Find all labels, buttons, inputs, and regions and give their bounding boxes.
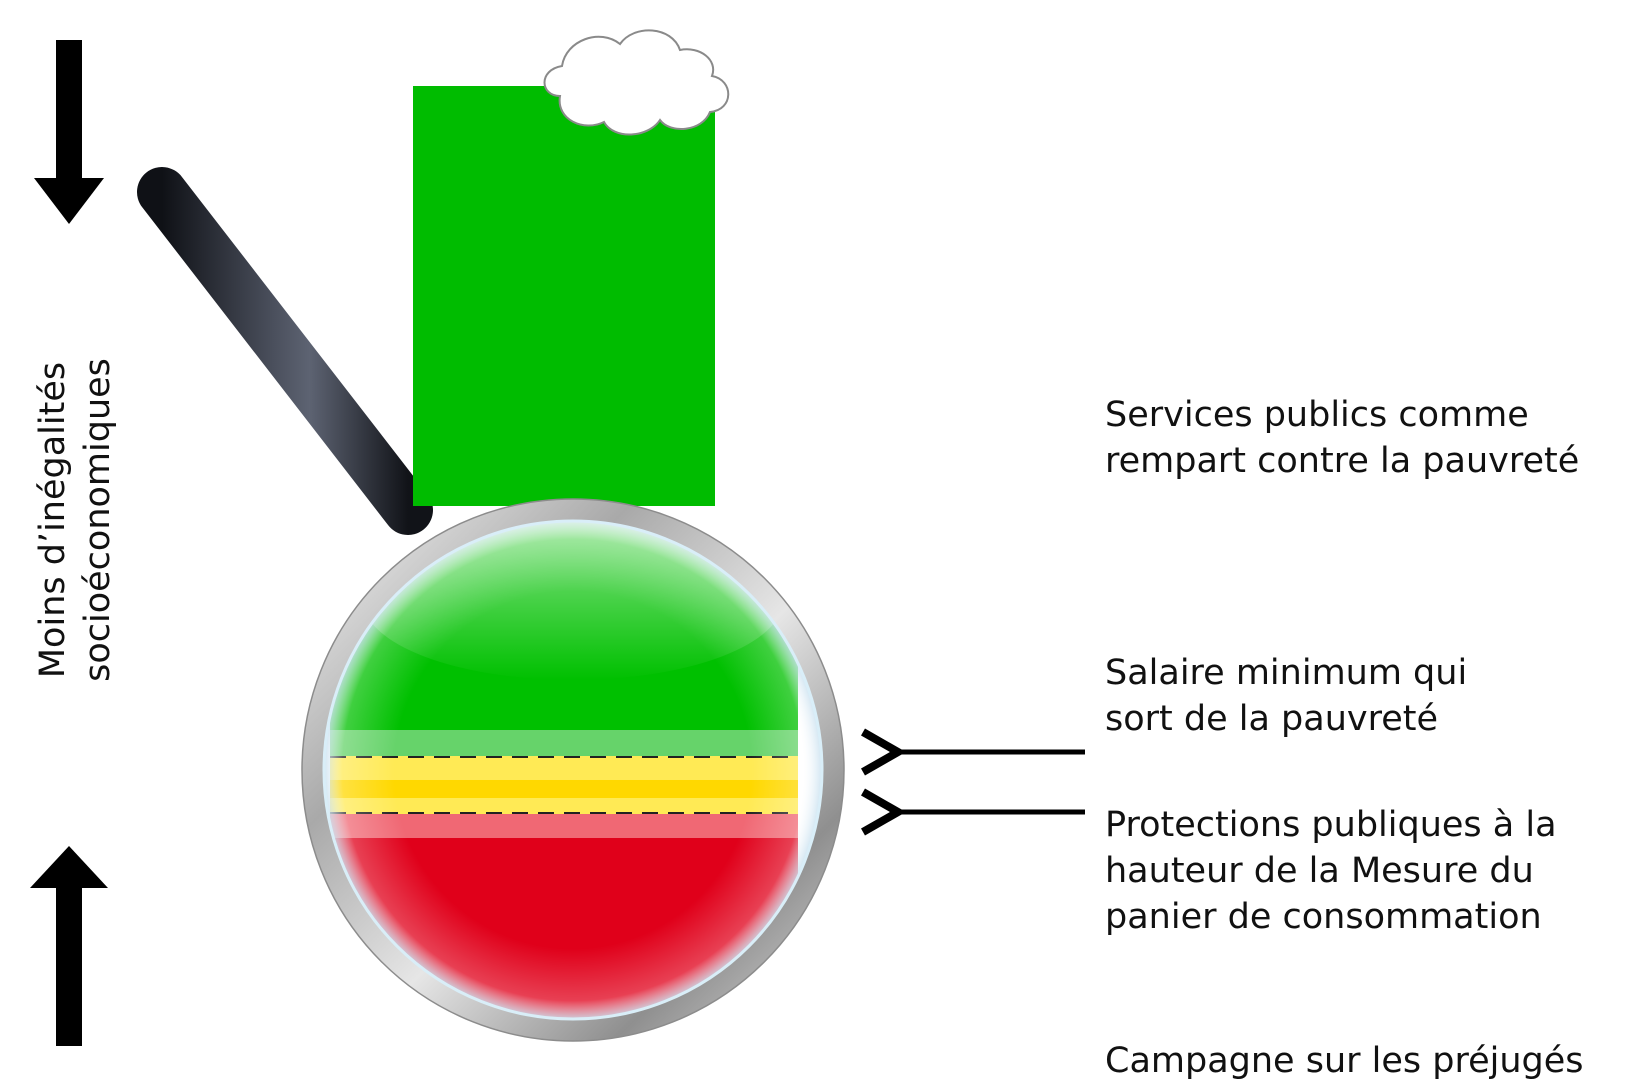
vertical-axis-label: Moins d’inégalités socioéconomiques bbox=[31, 358, 121, 682]
annotation-protections-line2: hauteur de la Mesure du bbox=[1105, 851, 1534, 891]
magnifier-lens bbox=[325, 522, 821, 1018]
annotation-campaign-line1: Campagne sur les préjugés bbox=[1105, 1041, 1584, 1081]
vertical-label-line2: socioéconomiques bbox=[78, 358, 118, 682]
annotation-campaign: Campagne sur les préjugés bbox=[1105, 1038, 1584, 1084]
annotation-protections: Protections publiques à la hauteur de la… bbox=[1105, 802, 1557, 940]
annotation-salary: Salaire minimum qui sort de la pauvreté bbox=[1105, 650, 1467, 742]
annotation-services: Services publics comme rempart contre la… bbox=[1105, 392, 1579, 484]
annotation-salary-line2: sort de la pauvreté bbox=[1105, 699, 1439, 739]
annotation-salary-line1: Salaire minimum qui bbox=[1105, 653, 1468, 693]
annotation-protections-line1: Protections publiques à la bbox=[1105, 805, 1557, 845]
arrow-down-icon bbox=[34, 40, 104, 224]
green-bar bbox=[413, 86, 715, 506]
annotation-services-line1: Services publics comme bbox=[1105, 395, 1529, 435]
vertical-label-line1: Moins d’inégalités bbox=[33, 361, 73, 679]
cloud-icon bbox=[543, 29, 730, 136]
annotation-protections-line3: panier de consommation bbox=[1105, 897, 1542, 937]
arrow-up-icon bbox=[30, 846, 108, 1046]
magnifier-rim bbox=[302, 499, 844, 1041]
magnifier-handle bbox=[137, 167, 433, 535]
annotation-services-line2: rempart contre la pauvreté bbox=[1105, 441, 1580, 481]
